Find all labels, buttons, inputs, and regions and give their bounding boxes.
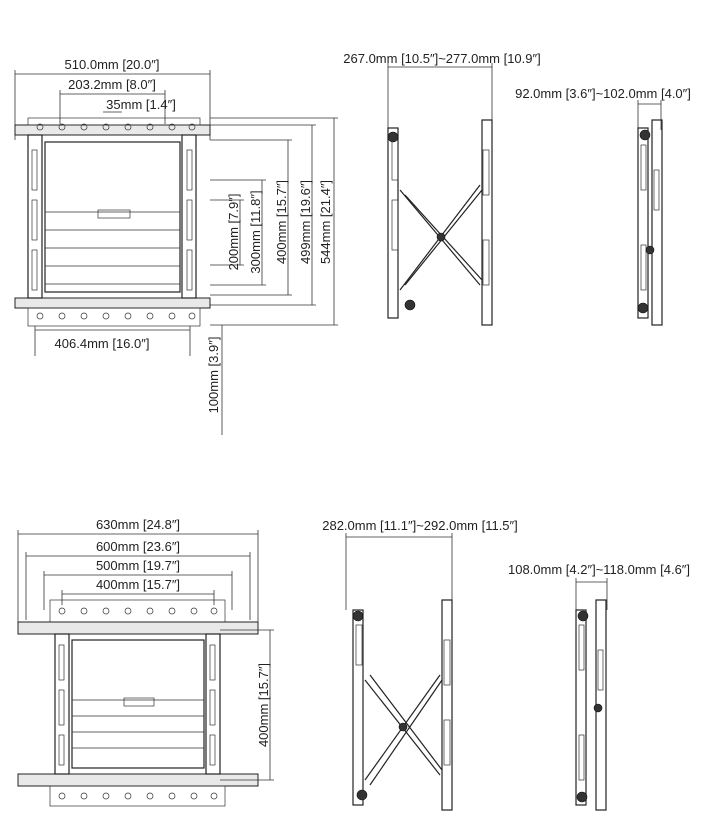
bottom-brackets	[27, 307, 201, 327]
center-panel-2	[71, 639, 205, 769]
label-height-544: 544mm [21.4″]	[318, 180, 333, 264]
label-side-extended-1: 267.0mm [10.5″]~277.0mm [10.9″]	[343, 51, 540, 66]
label-height-300: 300mm [11.8″]	[248, 190, 263, 273]
bottom-rail	[14, 297, 211, 309]
top-brackets	[27, 117, 201, 131]
label-inner-width: 203.2mm [8.0″]	[68, 77, 156, 92]
right-rail	[181, 134, 197, 299]
top-rail-2	[17, 621, 259, 635]
dim-height-2: 400mm [15.7″]	[220, 629, 274, 781]
top-rail	[14, 124, 211, 136]
label-offset: 100mm [3.9″]	[206, 337, 221, 414]
top-brackets-2	[49, 599, 226, 623]
label-side-collapsed-2: 108.0mm [4.2″]~118.0mm [4.6″]	[508, 562, 690, 577]
label-bottom-width: 406.4mm [16.0″]	[55, 336, 150, 351]
dim-slot-spacing-1: 35mm [1.4″]	[103, 97, 176, 113]
center-panel	[44, 141, 181, 293]
label-height-400: 400mm [15.7″]	[274, 180, 289, 264]
label-width-630: 630mm [24.8″]	[96, 517, 180, 532]
rail-slots	[31, 149, 193, 291]
dim-bottom-width-1: 406.4mm [16.0″]	[34, 326, 191, 356]
mount-2-side-extended: 282.0mm [11.1″]~292.0mm [11.5″]	[322, 518, 518, 811]
label-overall-width: 510.0mm [20.0″]	[65, 57, 160, 72]
label-height-499: 499mm [19.6″]	[298, 180, 313, 264]
label-slot-spacing: 35mm [1.4″]	[106, 97, 176, 112]
label-height-400-2: 400mm [15.7″]	[256, 663, 271, 747]
display-plate	[481, 119, 493, 326]
mount-2-front-view: 630mm [24.8″] 600mm [23.6″] 500mm [19.7″…	[17, 517, 274, 807]
dim-overall-width-1: 510.0mm [20.0″]	[14, 57, 211, 140]
mount-1-front-view: 510.0mm [20.0″] 203.2mm [8.0″] 35mm [1.4…	[14, 57, 338, 435]
dim-heights-1: 200mm [7.9″] 300mm [11.8″] 400mm [15.7″]…	[210, 117, 338, 326]
wall-plate	[387, 127, 399, 319]
bottom-brackets-2	[49, 785, 226, 807]
label-width-600: 600mm [23.6″]	[96, 539, 180, 554]
dim-inner-width-1: 203.2mm [8.0″]	[59, 77, 166, 124]
label-height-200: 200mm [7.9″]	[226, 194, 241, 271]
left-rail	[27, 134, 43, 299]
label-side-collapsed-1: 92.0mm [3.6″]~102.0mm [4.0″]	[515, 86, 691, 101]
label-side-extended-2: 282.0mm [11.1″]~292.0mm [11.5″]	[322, 518, 518, 533]
right-rail-2	[205, 633, 221, 775]
dim-widths-2: 630mm [24.8″] 600mm [23.6″] 500mm [19.7″…	[17, 517, 259, 628]
label-width-400: 400mm [15.7″]	[96, 577, 180, 592]
left-rail-2	[54, 633, 70, 775]
label-width-500: 500mm [19.7″]	[96, 558, 180, 573]
mount-1-side-collapsed: 92.0mm [3.6″]~102.0mm [4.0″]	[515, 86, 691, 326]
dim-offset-1: 100mm [3.9″]	[206, 325, 223, 435]
mount-1-side-extended: 267.0mm [10.5″]~277.0mm [10.9″]	[343, 51, 541, 326]
mount-2-side-collapsed: 108.0mm [4.2″]~118.0mm [4.6″]	[508, 562, 690, 811]
